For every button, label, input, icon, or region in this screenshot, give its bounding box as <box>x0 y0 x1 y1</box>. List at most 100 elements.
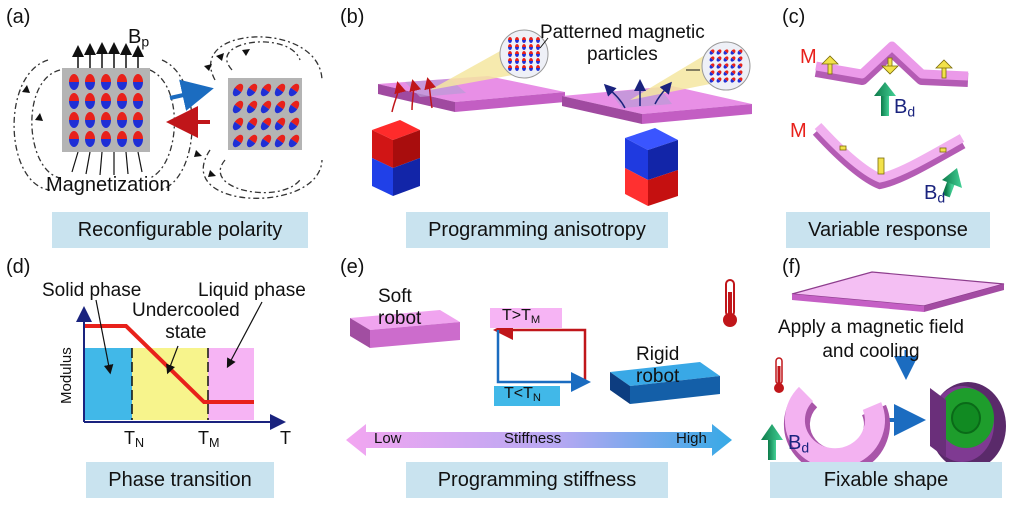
magnetic-particle <box>232 83 244 97</box>
magnetic-particle <box>716 49 722 55</box>
caption-fixable-shape: Fixable shape <box>770 462 1002 498</box>
magnetic-particle <box>709 63 715 69</box>
magnetic-particle <box>529 44 533 50</box>
magnetic-particle <box>536 44 540 50</box>
stiffness-label: Stiffness <box>504 430 562 447</box>
t-lt-sub: N <box>532 391 541 404</box>
magnetic-particle <box>133 112 143 128</box>
magnetic-particle <box>288 100 300 114</box>
magnetic-particle <box>246 117 258 131</box>
magnetic-particle <box>274 83 286 97</box>
magnetic-particle <box>730 70 736 76</box>
bp-label: Bp <box>128 26 149 50</box>
tn-sub: N <box>135 436 145 451</box>
magnetic-particle <box>515 58 519 64</box>
bd-label-bottom: Bd <box>924 182 945 206</box>
magnetic-particle <box>232 117 244 131</box>
caption-phase-transition: Phase transition <box>86 462 274 498</box>
magnetic-particle <box>246 83 258 97</box>
magnetic-particle <box>260 83 272 97</box>
magnetic-particle <box>716 56 722 62</box>
magnetic-particle <box>232 134 244 148</box>
magnetic-particle <box>723 77 729 83</box>
magnetization-label: Magnetization <box>46 174 171 196</box>
bd-bottom-text: B <box>924 182 938 204</box>
magnetic-particle <box>69 112 79 128</box>
panel-e-graphics <box>346 279 737 456</box>
magnetic-particle <box>133 74 143 90</box>
magnetic-particle <box>709 70 715 76</box>
tm-sub: M <box>209 436 220 451</box>
magnetic-particle <box>737 63 743 69</box>
stiffness-low-label: Low <box>374 430 402 447</box>
caption-programming-stiffness: Programming stiffness <box>406 462 668 498</box>
m-label-top: M <box>800 46 817 68</box>
liquid-phase-label: Liquid phase <box>198 280 306 301</box>
panel-e-label: (e) <box>340 256 365 278</box>
magnetic-particle <box>529 65 533 71</box>
t-gt-sub: M <box>530 313 541 326</box>
magnetic-particle <box>522 37 526 43</box>
magnetic-particle <box>723 49 729 55</box>
magnetic-particle <box>716 70 722 76</box>
panel-f-graphics <box>761 271 1006 476</box>
panel-f-label: (f) <box>782 256 801 278</box>
magnetic-particle <box>288 134 300 148</box>
magnetic-particle <box>515 51 519 57</box>
magnetic-particle <box>522 44 526 50</box>
panel-a-label: (a) <box>6 6 31 28</box>
magnetic-particle <box>133 131 143 147</box>
magnetic-particle <box>536 51 540 57</box>
magnetic-particle <box>288 83 300 97</box>
undercooled-state-label: Undercooled state <box>132 300 240 343</box>
bd-top-sub: d <box>907 103 916 120</box>
magnetic-particle <box>723 56 729 62</box>
solid-phase-label: Solid phase <box>42 280 142 301</box>
magnetic-particle <box>730 56 736 62</box>
magnetic-particle <box>529 51 533 57</box>
magnetic-particle <box>133 93 143 109</box>
tm-text: T <box>198 428 209 448</box>
magnetic-particle <box>101 131 111 147</box>
bd-f-sub: d <box>801 439 810 456</box>
magnetic-particle <box>723 70 729 76</box>
bp-text: B <box>128 26 142 48</box>
magnetic-particle <box>69 93 79 109</box>
magnetic-particle <box>730 63 736 69</box>
magnetic-particle <box>515 37 519 43</box>
bd-top-text: B <box>894 96 908 118</box>
magnetic-particle <box>536 37 540 43</box>
tn-text: T <box>124 428 135 448</box>
magnetic-particle <box>522 65 526 71</box>
magnetic-particle <box>508 58 512 64</box>
m-label-bottom: M <box>790 120 807 142</box>
panel-d-label: (d) <box>6 256 31 278</box>
magnetic-particle <box>737 49 743 55</box>
panel-d-graphics <box>76 299 286 430</box>
magnetic-particle <box>508 37 512 43</box>
stiffness-high-label: High <box>676 430 707 447</box>
bd-f-text: B <box>788 432 802 454</box>
panel-b-label: (b) <box>340 6 365 28</box>
rigid-robot-label: Rigid robot <box>636 344 680 387</box>
panel-b-graphics <box>372 29 752 206</box>
caption-reconfigurable-polarity: Reconfigurable polarity <box>52 212 308 248</box>
magnetic-particle <box>117 131 127 147</box>
magnetic-particle <box>274 134 286 148</box>
magnetic-particle <box>85 131 95 147</box>
panel-c-graphics <box>812 41 969 198</box>
magnetic-particle <box>529 37 533 43</box>
magnetic-particle <box>536 58 540 64</box>
modulus-axis-label: Modulus <box>58 347 75 404</box>
magnetic-particle <box>730 49 736 55</box>
tm-tick-label: TM <box>198 428 220 450</box>
t-gt-text: T>T <box>502 307 531 324</box>
bd-label-f: Bd <box>788 432 809 456</box>
magnetic-particle <box>522 51 526 57</box>
t-lt-text: T<T <box>504 385 533 402</box>
magnetic-particle <box>737 56 743 62</box>
magnetic-particle <box>101 74 111 90</box>
magnetic-particle <box>260 100 272 114</box>
magnetic-particle <box>529 58 533 64</box>
